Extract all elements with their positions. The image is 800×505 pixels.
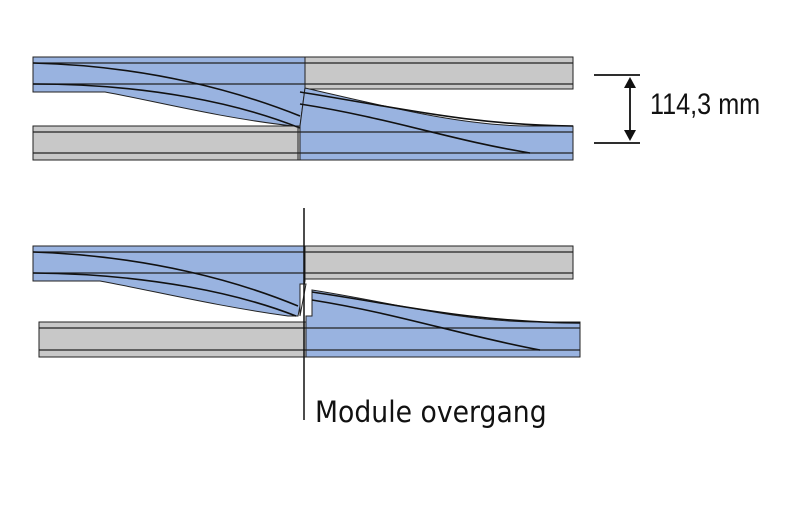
bottom-switch-right: [305, 289, 581, 358]
dimension-label: 114,3 mm: [650, 88, 761, 121]
top-gray-track-lower-left: [32, 125, 301, 161]
top-switch-left: [32, 56, 306, 129]
module-transition-label: Module overgang: [315, 395, 547, 429]
bottom-gray-track-lower-left: [38, 321, 307, 358]
module-gap-notch: [299, 283, 307, 317]
bottom-switch-left: [32, 245, 306, 317]
bottom-crossover-diagram: [32, 245, 581, 358]
dimension-arrow: [594, 74, 640, 144]
top-switch-right: [299, 87, 574, 161]
top-gray-track-upper-right: [304, 56, 574, 90]
bottom-gray-track-upper-right: [304, 245, 574, 280]
top-crossover-diagram: [32, 56, 640, 161]
